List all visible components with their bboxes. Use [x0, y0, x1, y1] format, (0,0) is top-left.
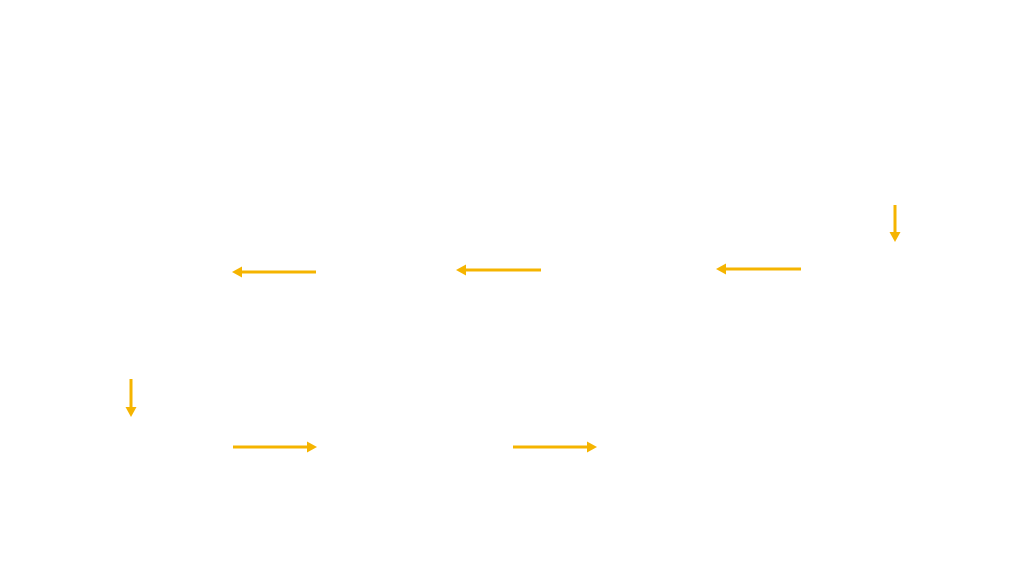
arrow-left-1 — [232, 266, 316, 278]
arrow-left-2 — [456, 264, 541, 276]
arrow-down-right — [889, 205, 901, 242]
arrow-left-3 — [716, 263, 801, 275]
arrow-right-2 — [513, 441, 597, 453]
arrow-head — [125, 407, 137, 417]
arrow-head — [587, 441, 597, 453]
arrow-head — [889, 232, 901, 242]
arrow-right-1 — [233, 441, 317, 453]
arrow-down-left — [125, 379, 137, 417]
arrow-head — [232, 266, 242, 278]
arrow-head — [456, 264, 466, 276]
arrow-head — [307, 441, 317, 453]
arrow-head — [716, 263, 726, 275]
arrows-layer — [125, 205, 901, 453]
